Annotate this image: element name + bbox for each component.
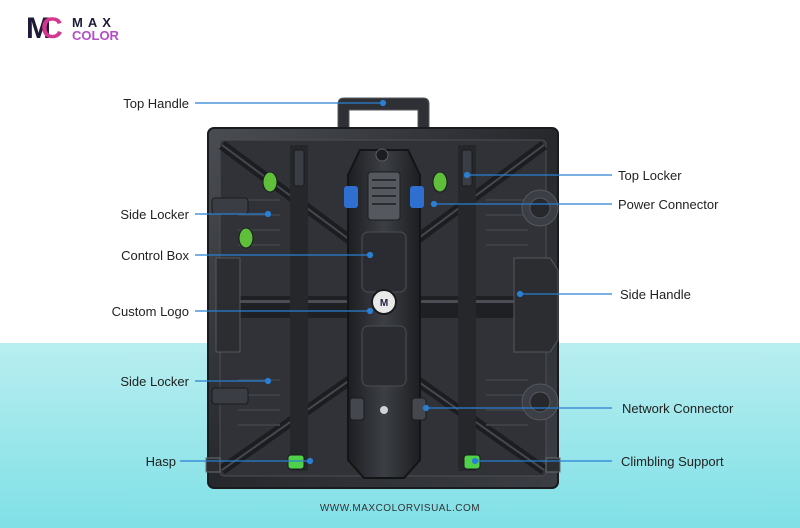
side-handles: [215, 189, 559, 421]
label-control-box: Control Box: [121, 248, 189, 263]
label-side-locker-lower: Side Locker: [120, 374, 189, 389]
logo-line-2: COLOR: [72, 28, 119, 43]
label-hasp: Hasp: [145, 454, 176, 469]
label-top-handle: Top Handle: [123, 96, 189, 111]
locker-hardware: [211, 149, 473, 405]
logo-line-1: MAX: [72, 15, 116, 30]
leader-lines: [180, 99, 612, 465]
label-power-connector: Power Connector: [618, 197, 719, 212]
network-connector-icons: [349, 397, 427, 421]
label-network-connector: Network Connector: [622, 401, 734, 416]
label-side-locker-upper: Side Locker: [120, 207, 189, 222]
website-url: WWW.MAXCOLORVISUAL.COM: [319, 503, 481, 514]
label-top-locker: Top Locker: [618, 168, 682, 183]
label-side-handle: Side Handle: [620, 287, 691, 302]
power-connector-icons: [344, 186, 424, 208]
label-custom-logo: Custom Logo: [111, 304, 189, 319]
label-climbing-support: Climbling Support: [621, 454, 724, 469]
custom-logo-badge: M: [371, 289, 397, 315]
svg-text:M: M: [380, 298, 388, 309]
logo-wordmark: MAX COLOR: [72, 16, 119, 42]
